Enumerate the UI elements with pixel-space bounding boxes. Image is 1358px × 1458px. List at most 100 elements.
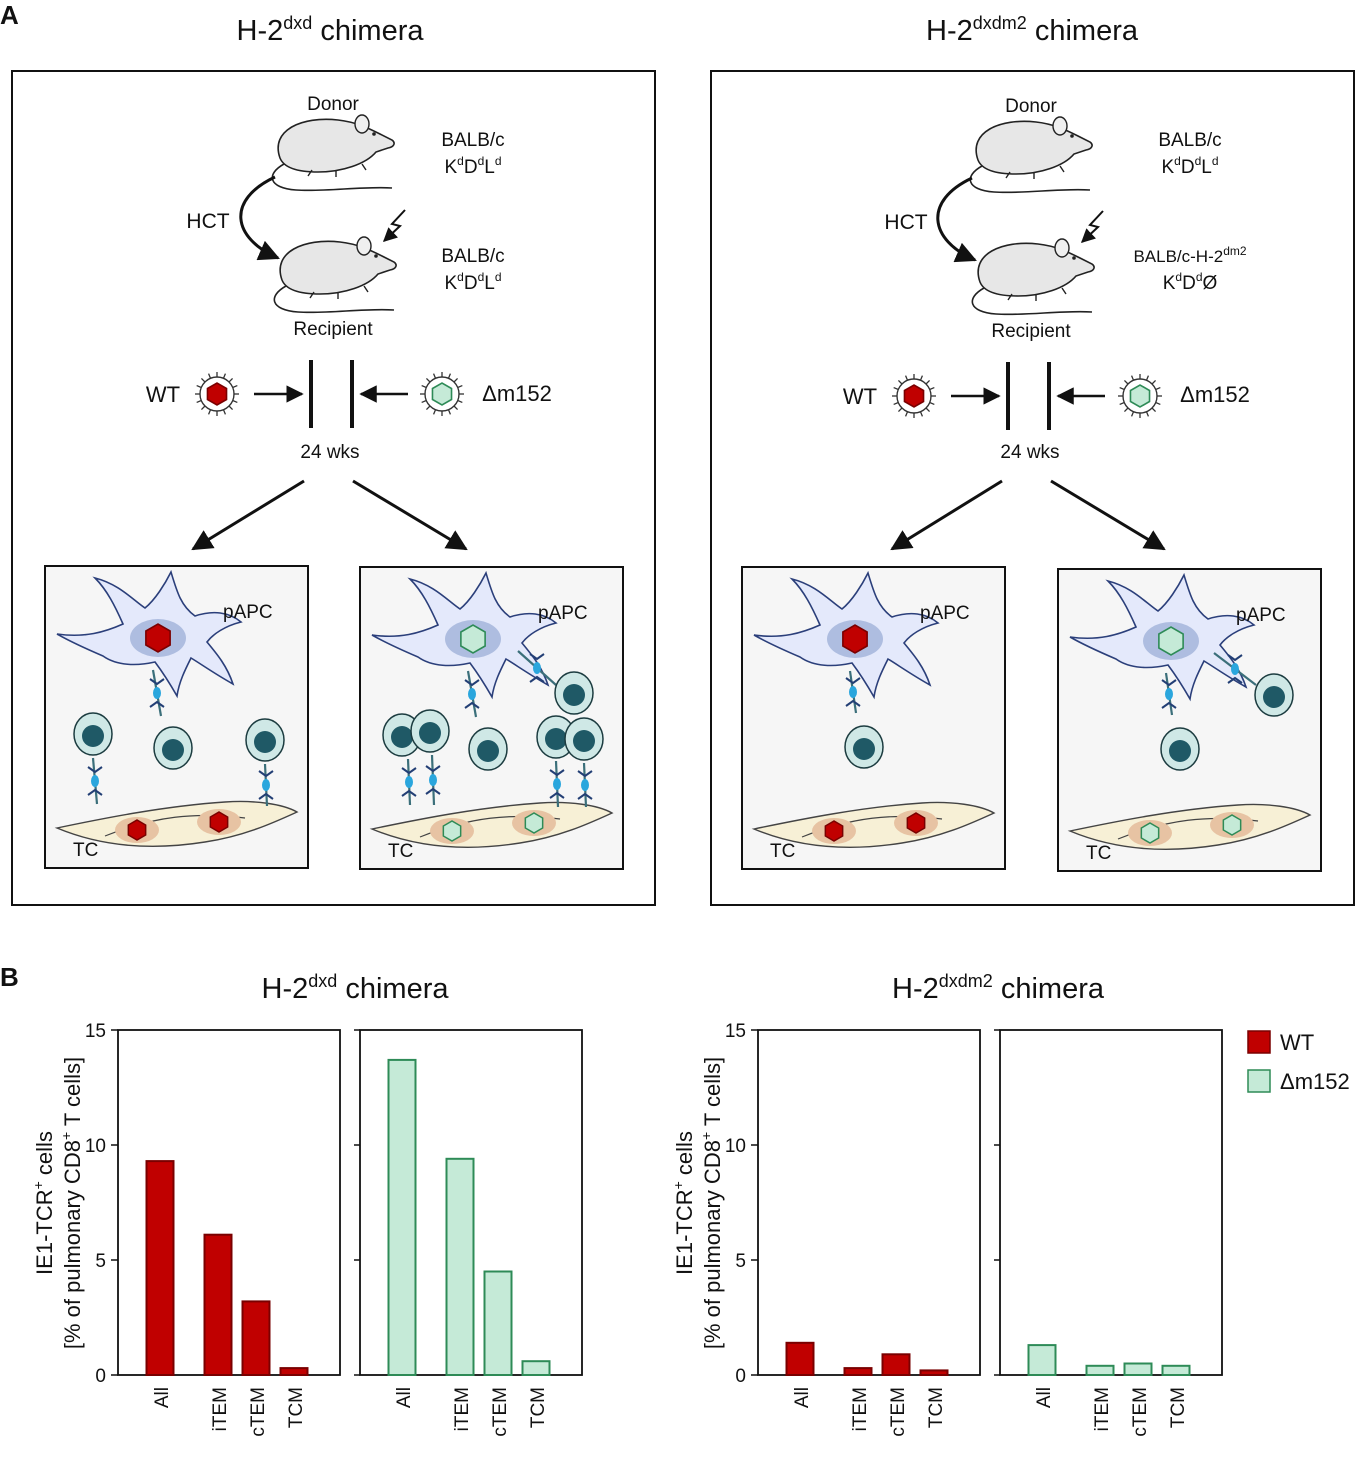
virus-spike bbox=[228, 405, 234, 411]
virus-spike bbox=[200, 405, 206, 411]
mouse-feet bbox=[1005, 165, 1065, 179]
viral-antigen bbox=[209, 811, 229, 833]
tc-label: TC bbox=[1086, 843, 1111, 864]
viral-antigen bbox=[906, 812, 926, 834]
virus-spike bbox=[447, 373, 452, 379]
virus-spike bbox=[929, 401, 935, 406]
mutant-virus-icon bbox=[1118, 374, 1162, 418]
virus-spike bbox=[904, 375, 909, 381]
donor-label: Donor bbox=[1005, 96, 1057, 117]
tc-label: TC bbox=[388, 841, 413, 862]
virus-spike bbox=[447, 409, 452, 415]
x-tick-label: TCM bbox=[1168, 1387, 1189, 1428]
donor-strain: BALB/c bbox=[441, 130, 504, 151]
hct-label: HCT bbox=[884, 211, 927, 234]
legend-label-mutant: Δm152 bbox=[1280, 1069, 1350, 1094]
virus-spike bbox=[207, 373, 212, 379]
x-tick-label: All bbox=[394, 1387, 415, 1408]
donor-mouse-icon bbox=[271, 114, 395, 192]
donor-strain: BALB/c bbox=[1158, 130, 1221, 151]
mouse-eye bbox=[372, 132, 376, 136]
svg-text:IE1-TCR+ cells: IE1-TCR+ cells bbox=[30, 1131, 57, 1275]
virus-spike bbox=[196, 399, 202, 404]
bar-item bbox=[203, 1233, 233, 1376]
peptide bbox=[262, 779, 270, 791]
wt-virus-icon bbox=[195, 372, 239, 416]
bar-item bbox=[1085, 1364, 1115, 1377]
peptide bbox=[405, 776, 413, 788]
virus-spike bbox=[232, 384, 238, 389]
mouse-tail bbox=[969, 165, 1091, 194]
recipient-strain: BALB/c bbox=[441, 246, 504, 267]
mouse-feet bbox=[307, 163, 367, 177]
receptor bbox=[529, 653, 545, 683]
virus-spike bbox=[897, 379, 903, 385]
receptor bbox=[1161, 679, 1177, 709]
mouse-tail bbox=[971, 287, 1093, 316]
viral-antigen bbox=[842, 624, 868, 654]
bar-ctem bbox=[241, 1300, 271, 1377]
virus-spike bbox=[929, 386, 935, 391]
bar-ctem bbox=[1123, 1362, 1153, 1376]
t-cell-icon bbox=[73, 712, 113, 756]
hct-arrow bbox=[239, 175, 280, 261]
viral-antigen bbox=[1222, 814, 1242, 836]
t-cell-icon bbox=[410, 709, 450, 753]
plot-frame bbox=[757, 1029, 981, 1376]
panel-letter-a: A bbox=[0, 0, 19, 30]
mouse-body bbox=[277, 118, 395, 173]
tc-label: TC bbox=[770, 841, 795, 862]
peptide bbox=[91, 775, 99, 787]
viral-antigen bbox=[1140, 822, 1160, 844]
viral-antigen bbox=[524, 812, 544, 834]
recipient-label: Recipient bbox=[293, 319, 373, 340]
viral-antigen bbox=[1158, 626, 1184, 656]
virus-spike bbox=[925, 379, 931, 385]
virus-spike bbox=[200, 377, 206, 383]
t-cell-icon bbox=[245, 718, 285, 762]
outcome-arrow-mutant bbox=[1050, 479, 1166, 551]
mouse-body bbox=[279, 240, 397, 295]
outcome-box-mutant: pAPC TC bbox=[359, 566, 624, 870]
bar-all bbox=[785, 1341, 815, 1377]
donor-haplotype: KdDdLd bbox=[444, 154, 501, 178]
receptor bbox=[549, 769, 565, 799]
virus-capsid bbox=[431, 382, 453, 406]
bar-ctem bbox=[881, 1353, 911, 1377]
t-cell-icon bbox=[564, 717, 604, 761]
papc-label: pAPC bbox=[538, 603, 588, 624]
virus-spike bbox=[919, 411, 924, 417]
viral-antigen bbox=[442, 820, 462, 842]
virus-spike bbox=[925, 407, 931, 413]
chart-right-title: H-2dxdm2 chimera bbox=[892, 971, 1105, 1005]
scheme-frame bbox=[11, 70, 656, 906]
virus-spike bbox=[228, 377, 234, 383]
receptor bbox=[845, 677, 861, 707]
x-tick-label: TCM bbox=[926, 1387, 947, 1428]
peptide bbox=[1165, 688, 1173, 700]
virus-spike bbox=[1155, 401, 1161, 406]
bar-item bbox=[843, 1367, 873, 1376]
bar-all bbox=[1027, 1344, 1057, 1376]
viral-antigen bbox=[460, 624, 486, 654]
mouse-ear bbox=[354, 114, 370, 134]
y-axis-title-right: IE1-TCR+ cells [% of pulmonary CD8+ T ce… bbox=[670, 1057, 725, 1349]
virus-spike bbox=[893, 386, 899, 391]
mutant-label: Δm152 bbox=[482, 381, 552, 406]
receptor bbox=[464, 679, 480, 709]
peptide bbox=[1231, 663, 1239, 675]
x-tick-label: TCM bbox=[528, 1387, 549, 1428]
mouse-tail bbox=[273, 285, 395, 314]
bar-all bbox=[387, 1058, 417, 1377]
virus-spike bbox=[432, 409, 437, 415]
t-cell-icon bbox=[536, 715, 576, 759]
virus-spike bbox=[893, 401, 899, 406]
virus-spike bbox=[1155, 386, 1161, 391]
bar-tcm bbox=[919, 1369, 949, 1377]
peptide bbox=[429, 774, 437, 786]
mutant-virus-icon bbox=[420, 372, 464, 416]
recipient-label: Recipient bbox=[991, 321, 1071, 342]
